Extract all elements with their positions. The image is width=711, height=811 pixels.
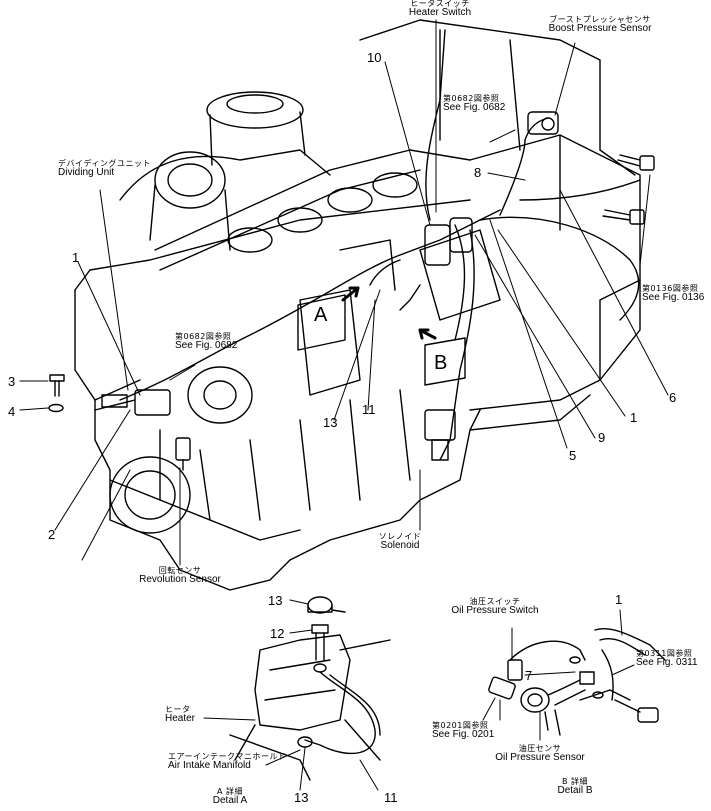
- see-fig-0682-top-label: 第0682図参照 See Fig. 0682: [443, 94, 506, 114]
- see-fig-0311-en: See Fig. 0311: [636, 657, 698, 669]
- see-fig-0682-left-en: See Fig. 0682: [175, 340, 238, 352]
- boost-pressure-sensor-en: Boost Pressure Sensor: [548, 23, 652, 35]
- see-fig-0311-jp: 第0311図参照: [636, 649, 693, 658]
- view-a-box: [297, 294, 346, 351]
- oil-pressure-switch-en: Oil Pressure Switch: [451, 605, 539, 617]
- callout-3: 3: [8, 374, 16, 389]
- detail-b-en: Detail B: [557, 785, 593, 797]
- bolt-0136: [602, 154, 655, 225]
- view-marker-a: A: [314, 304, 328, 326]
- detail-b-drawing: [488, 628, 666, 736]
- engine-block: [74, 19, 641, 591]
- air-intake-manifold-jp: エアーインテークマニホールド: [168, 752, 287, 761]
- callout-11-detail: 11: [384, 790, 398, 805]
- boost-pressure-sensor-label: ブーストプレッシャセンサ Boost Pressure Sensor: [540, 15, 660, 35]
- revolution-sensor-jp: 回転センサ: [158, 566, 202, 575]
- air-intake-manifold-label: エアーインテークマニホールド Air Intake Manifold: [168, 752, 287, 772]
- callout-12: 12: [270, 626, 285, 641]
- callout-1-detail-b: 1: [615, 592, 623, 607]
- dividing-unit-label: デバイディングユニット Dividing Unit: [58, 159, 151, 179]
- detail-b-leaders: [482, 609, 635, 741]
- arrow-b: [418, 328, 437, 340]
- leader-lines: [19, 19, 669, 566]
- oil-pressure-sensor-en: Oil Pressure Sensor: [495, 752, 585, 764]
- callout-10: 10: [367, 50, 382, 65]
- dividing-unit-part: [94, 379, 171, 416]
- heater-switch-part: [424, 217, 473, 266]
- callout-11-main: 11: [362, 402, 376, 417]
- callout-5: 5: [569, 448, 577, 463]
- callout-2: 2: [48, 527, 56, 542]
- oil-pressure-switch-jp: 油圧スイッチ: [469, 597, 521, 606]
- boost-pressure-sensor-jp: ブーストプレッシャセンサ: [549, 15, 651, 24]
- callout-6: 6: [669, 390, 677, 405]
- view-marker-b: B: [434, 352, 448, 374]
- detail-a-jp: A 詳細: [216, 787, 243, 796]
- revolution-sensor-en: Revolution Sensor: [139, 574, 221, 586]
- heater-label: ヒータ Heater: [165, 705, 196, 725]
- air-intake-manifold-en: Air Intake Manifold: [168, 760, 251, 772]
- solenoid-en: Solenoid: [380, 540, 420, 552]
- view-b-box: [424, 337, 466, 386]
- detail-a-label: A 詳細 Detail A: [195, 787, 265, 807]
- see-fig-0136-label: 第0136図参照 See Fig. 0136: [642, 284, 705, 304]
- heater-switch-jp: ヒータスイッチ: [410, 0, 470, 8]
- callout-13-detail-bottom: 13: [294, 790, 309, 805]
- callout-1-right: 1: [630, 410, 638, 425]
- callout-8: 8: [474, 165, 482, 180]
- detail-a-drawing: [229, 596, 391, 781]
- detail-a-en: Detail A: [212, 795, 248, 807]
- detail-a-leaders: [203, 599, 379, 791]
- see-fig-0136-en: See Fig. 0136: [642, 292, 705, 304]
- solenoid-label: ソレノイド Solenoid: [370, 532, 430, 552]
- callout-4: 4: [8, 404, 16, 419]
- wiring-harness: [119, 29, 641, 461]
- see-fig-0682-left-label: 第0682図参照 See Fig. 0682: [175, 332, 238, 352]
- callout-7: 7: [525, 668, 533, 683]
- solenoid-part: [424, 409, 456, 461]
- oil-pressure-sensor-label: 油圧センサ Oil Pressure Sensor: [485, 744, 595, 764]
- see-fig-0682-left-jp: 第0682図参照: [175, 332, 232, 341]
- see-fig-0682-top-jp: 第0682図参照: [443, 94, 500, 103]
- oil-pressure-sensor-jp: 油圧センサ: [518, 744, 562, 753]
- see-fig-0311-label: 第0311図参照 See Fig. 0311: [636, 649, 698, 669]
- oil-pressure-switch-label: 油圧スイッチ Oil Pressure Switch: [440, 597, 550, 617]
- dividing-unit-en: Dividing Unit: [58, 167, 115, 179]
- heater-jp: ヒータ: [165, 705, 191, 714]
- see-fig-0682-top-en: See Fig. 0682: [443, 102, 506, 114]
- revolution-sensor-part: [175, 437, 191, 471]
- callout-9: 9: [598, 430, 606, 445]
- see-fig-0201-en: See Fig. 0201: [432, 729, 495, 741]
- solenoid-jp: ソレノイド: [378, 532, 422, 541]
- heater-switch-en: Heater Switch: [408, 7, 472, 19]
- see-fig-0136-jp: 第0136図参照: [642, 284, 699, 293]
- dividing-unit-jp: デバイディングユニット: [58, 159, 151, 168]
- heater-switch-label: ヒータスイッチ Heater Switch: [390, 0, 490, 19]
- see-fig-0201-jp: 第0201図参照: [432, 721, 489, 730]
- callout-13-detail-top: 13: [268, 593, 283, 608]
- callout-1-left: 1: [72, 250, 80, 265]
- callout-13-main: 13: [323, 415, 338, 430]
- boost-pressure-sensor-part: [527, 111, 559, 135]
- arrow-a: [341, 286, 360, 302]
- heater-en: Heater: [165, 713, 196, 725]
- see-fig-0201-label: 第0201図参照 See Fig. 0201: [432, 721, 495, 741]
- detail-b-label: B 詳細 Detail B: [540, 777, 610, 797]
- detail-b-jp: B 詳細: [561, 777, 589, 786]
- revolution-sensor-label: 回転センサ Revolution Sensor: [130, 566, 230, 586]
- bolt-and-washer: [48, 374, 65, 413]
